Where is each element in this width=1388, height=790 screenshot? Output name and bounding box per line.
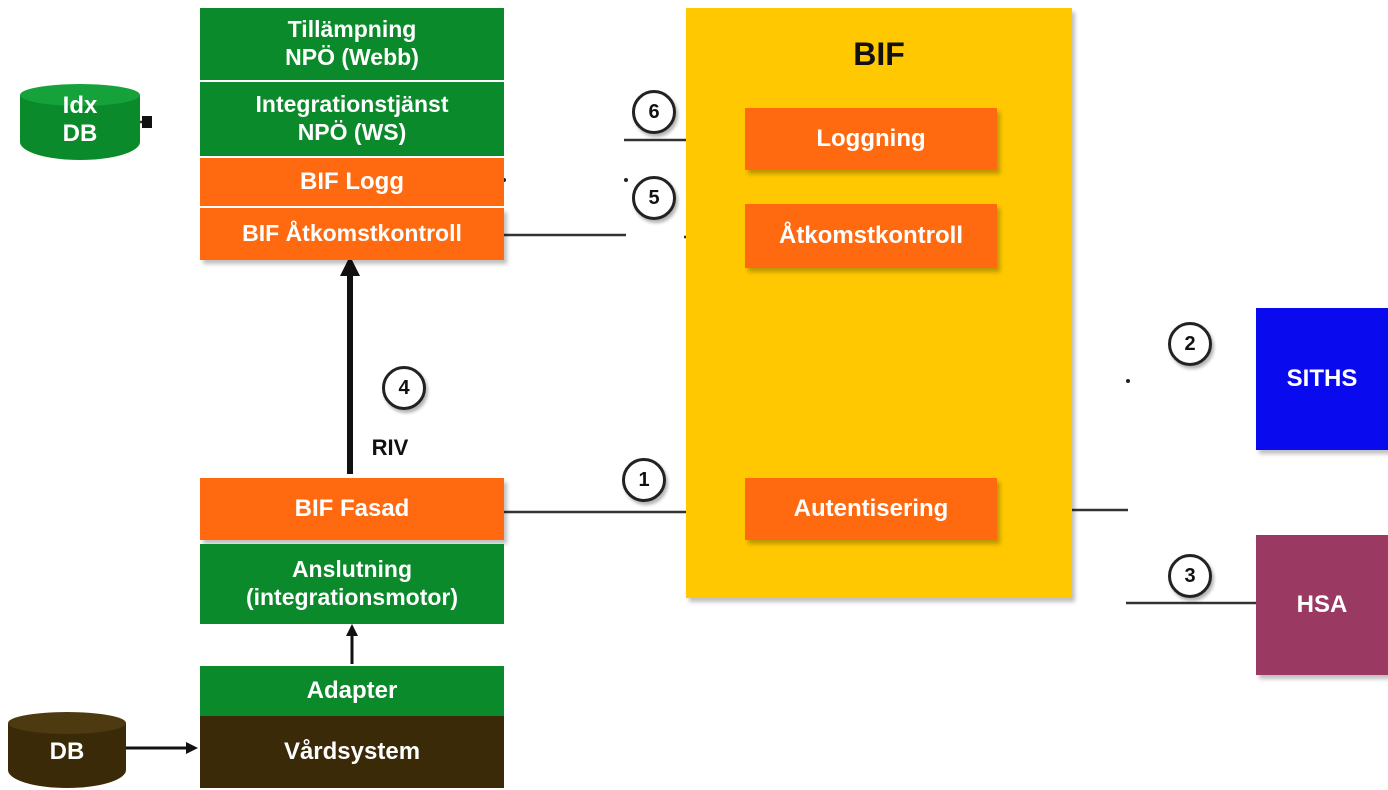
bif-fasad-box: BIF Fasad [200,478,504,540]
bif-panel-title: BIF [853,35,905,72]
siths-dot [1126,379,1130,383]
step-badge-3: 3 [1168,554,1212,598]
loggning-box: Loggning [745,108,997,170]
step-badge-6: 6 [632,90,676,134]
siths-box: SITHS [1256,308,1388,450]
tillampning-box: Tillämpning NPÖ (Webb) [200,8,504,80]
db-label: DB [49,738,85,765]
hsa-box: HSA [1256,535,1388,675]
integrationstjanst-box: Integrationstjänst NPÖ (WS) [200,82,504,156]
adapter-box: Adapter [200,666,504,716]
bif-atkomstkontroll-box: BIF Åtkomstkontroll [200,208,504,260]
atkomstkontroll-box: Åtkomstkontroll [745,204,997,268]
bif-logg-box: BIF Logg [200,158,504,206]
step-badge-4: 4 [382,366,426,410]
riv-arrow-head [340,256,360,276]
adapter-arrow-head [346,624,358,636]
riv-label: RIV [371,435,409,460]
anslutning-box: Anslutning (integrationsmotor) [200,544,504,624]
idx-db-label: Idx DB [62,92,98,147]
vardsystem-box: Vårdsystem [200,716,504,788]
db-arrow-head [186,742,198,754]
step-badge-1: 1 [622,458,666,502]
step-badge-2: 2 [1168,322,1212,366]
autentisering-box: Autentisering [745,478,997,540]
idx-db-cylinder: Idx DB [20,84,140,160]
logg-dot [624,178,628,182]
idx-db-port [142,116,152,128]
db-cylinder: DB [8,712,126,788]
step-badge-5: 5 [632,176,676,220]
